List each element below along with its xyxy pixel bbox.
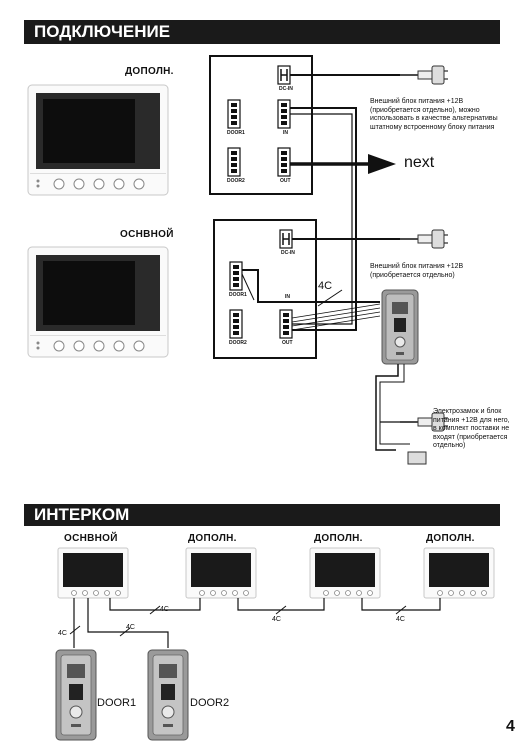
intercom-monitor-4 — [423, 547, 495, 599]
port-in-2: IN — [285, 294, 290, 300]
section-title-intercom: ИНТЕРКОМ — [24, 504, 500, 526]
intercom-monitor-label-4: ДОПОЛН. — [426, 533, 475, 544]
intercom-cable-label-5: 4С — [126, 624, 135, 631]
port-door1-1: DOOR1 — [227, 130, 245, 136]
intercom-monitor-2 — [185, 547, 257, 599]
port-door1-2: DOOR1 — [229, 292, 247, 298]
note-lock: Электрозамок и блок питания +12В для нег… — [433, 408, 510, 449]
monitor-main-label: ОСНВНОЙ — [120, 229, 174, 240]
door2-label: DOOR2 — [190, 697, 230, 709]
intercom-monitor-label-1: ОСНВНОЙ — [64, 533, 118, 544]
next-label: next — [404, 154, 435, 171]
monitor-secondary — [27, 84, 169, 196]
port-out-1: OUT — [280, 178, 291, 184]
note-power-secondary: Внешний блок питания +12В (приобретается… — [370, 98, 498, 131]
port-out-2: OUT — [282, 340, 293, 346]
port-door2-2: DOOR2 — [229, 340, 247, 346]
connection-diagram — [27, 55, 449, 465]
door-panel-main — [381, 289, 419, 365]
page-number: 4 — [506, 718, 515, 735]
monitor-secondary-label: ДОПОЛН. — [125, 66, 174, 77]
intercom-cable-label-2: 4С — [272, 616, 281, 623]
intercom-monitor-1 — [57, 547, 129, 599]
intercom-monitor-label-2: ДОПОЛН. — [188, 533, 237, 544]
port-dc-in-2: DC-IN — [281, 250, 295, 256]
terminal-box-secondary — [209, 55, 313, 195]
intercom-cable-label-4: 4С — [58, 630, 67, 637]
door-panel-2 — [147, 649, 189, 741]
section-title-connection: ПОДКЛЮЧЕНИЕ — [24, 20, 500, 44]
intercom-cable-label-1: 4С — [160, 606, 169, 613]
lock-block — [407, 451, 427, 465]
terminal-box-main — [213, 219, 317, 359]
intercom-monitor-3 — [309, 547, 381, 599]
intercom-cable-label-3: 4С — [396, 616, 405, 623]
intercom-monitor-label-3: ДОПОЛН. — [314, 533, 363, 544]
monitor-main — [27, 246, 169, 358]
note-power-main: Внешний блок питания +12В (приобретается… — [370, 263, 464, 279]
cable-label-main: 4С — [318, 280, 333, 292]
port-dc-in-1: DC-IN — [279, 86, 293, 92]
door1-label: DOOR1 — [97, 697, 137, 709]
port-in-1: IN — [283, 130, 288, 136]
port-door2-1: DOOR2 — [227, 178, 245, 184]
door-panel-1 — [55, 649, 97, 741]
intercom-diagram — [55, 547, 495, 741]
